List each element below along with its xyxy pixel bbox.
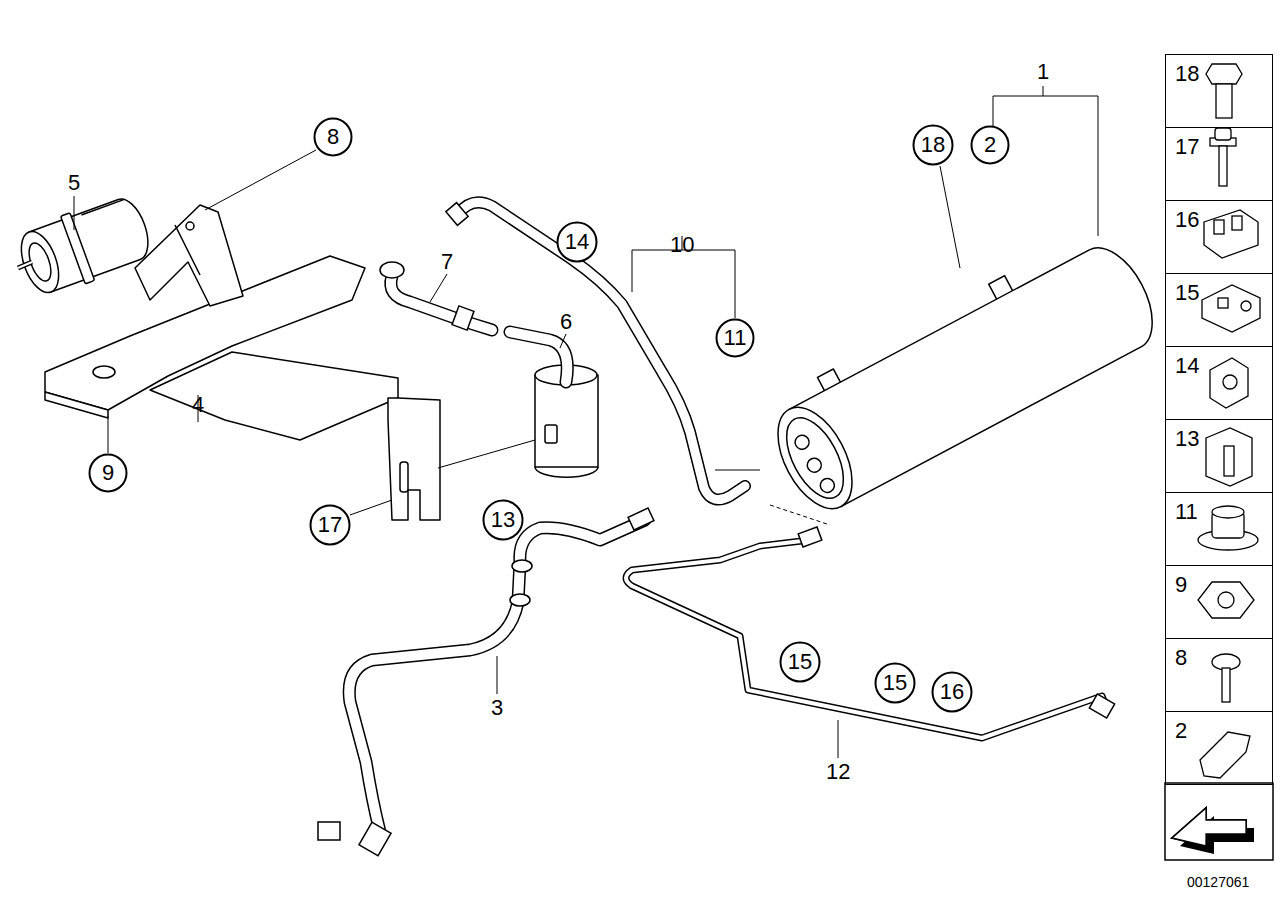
callout-number: 15 — [788, 651, 812, 673]
part-number: 1 — [1037, 61, 1049, 83]
parts-cell: 2 — [1165, 711, 1273, 785]
callout-circle: 8 — [313, 117, 353, 157]
callout-number: 17 — [1175, 136, 1199, 158]
callout-circle: 15 — [779, 641, 821, 683]
callout-number: 8 — [1175, 647, 1187, 669]
parts-cell: 13 — [1165, 419, 1273, 493]
parts-cell: 16 — [1165, 200, 1273, 274]
parts-cell: 11 — [1165, 492, 1273, 566]
parts-cell: 14 — [1165, 346, 1273, 420]
callout-circle: 14 — [556, 221, 598, 263]
part-number: 12 — [826, 761, 850, 783]
callout-number: 17 — [318, 514, 342, 536]
parts-cell: 17 — [1165, 127, 1273, 201]
callout-number: 15 — [1175, 282, 1199, 304]
callout-circle: 18 — [912, 124, 954, 166]
part-number: 10 — [670, 234, 694, 256]
callout-number: 13 — [491, 509, 515, 531]
callout-circle: 16 — [931, 671, 973, 713]
callout-number: 8 — [327, 126, 339, 148]
callout-number: 16 — [940, 681, 964, 703]
callout-number: 13 — [1175, 428, 1199, 450]
part-number: 6 — [560, 311, 572, 333]
drawing-number: 00127061 — [1187, 875, 1249, 889]
parts-cell: 9 — [1165, 565, 1273, 639]
callout-circle: 11 — [715, 318, 755, 358]
callout-number: 9 — [102, 462, 114, 484]
callout-number: 14 — [1175, 355, 1199, 377]
callout-circle: 13 — [482, 499, 524, 541]
part-number: 7 — [441, 251, 453, 273]
callout-number: 16 — [1175, 209, 1199, 231]
callout-circle: 2 — [970, 125, 1010, 165]
callout-number: 2 — [984, 134, 996, 156]
callout-circle: 17 — [309, 504, 351, 546]
part-number: 5 — [68, 172, 80, 194]
callout-number: 9 — [1175, 574, 1187, 596]
callout-number: 11 — [1175, 501, 1198, 523]
part-number: 4 — [192, 394, 204, 416]
callout-number: 18 — [1175, 63, 1199, 85]
callout-number: 15 — [883, 672, 907, 694]
parts-cell: 15 — [1165, 273, 1273, 347]
parts-cell: 8 — [1165, 638, 1273, 712]
parts-cell: 18 — [1165, 54, 1273, 128]
callout-number: 11 — [724, 327, 747, 349]
callout-number: 18 — [921, 134, 945, 156]
callout-number: 14 — [565, 231, 589, 253]
callout-number: 2 — [1175, 720, 1187, 742]
callout-circle: 15 — [874, 662, 916, 704]
part-number: 3 — [491, 697, 503, 719]
callout-circle: 9 — [88, 453, 128, 493]
